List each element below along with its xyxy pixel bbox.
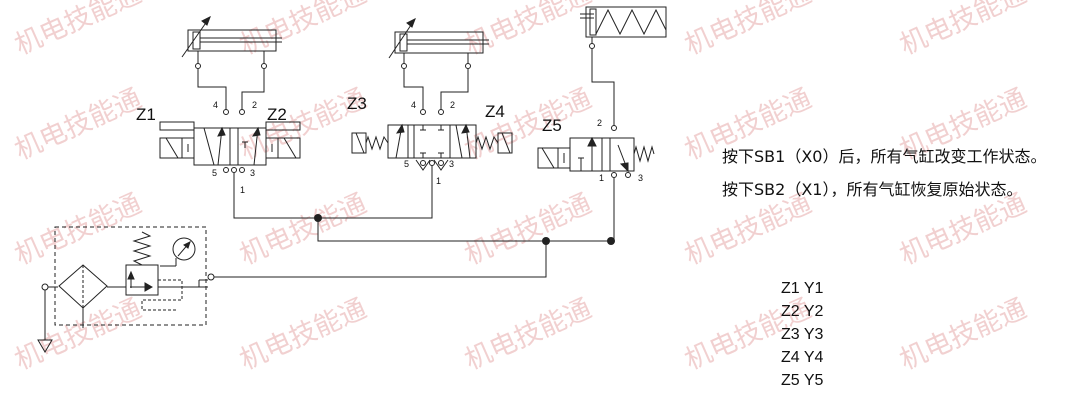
- watermark: 机电技能通: [235, 188, 371, 271]
- valve-2-spring-left: [365, 135, 389, 151]
- watermark: 机电技能通: [10, 83, 146, 166]
- port-label-2: 2: [597, 118, 602, 128]
- port-label-3: 3: [638, 173, 643, 183]
- port-label-4: 4: [213, 100, 218, 110]
- cylinder-3-spring: [595, 8, 667, 36]
- mapping-item: Z5 Y5: [781, 372, 824, 389]
- cylinder-3-hose: [591, 49, 615, 126]
- cylinder-label-z3: Z3: [347, 94, 367, 113]
- port-label-2: 2: [450, 100, 455, 110]
- mapping-item: Z2 Y2: [781, 303, 824, 320]
- watermark: 机电技能通: [10, 0, 146, 61]
- air-inlet-port: [41, 283, 49, 291]
- watermark: 机电技能通: [235, 293, 371, 376]
- cylinder-1-body: [187, 29, 277, 52]
- watermark: 机电技能通: [680, 0, 816, 61]
- mapping-item: Z1 Y1: [781, 280, 824, 297]
- valve-3-spring: [633, 145, 655, 163]
- cylinder-3-body: [585, 6, 667, 38]
- io-mapping-list: Z1 Y1 Z2 Y2 Z3 Y3 Z4 Y4 Z5 Y5: [781, 277, 823, 392]
- valve-2-position-center: [413, 124, 451, 159]
- air-service-unit: [37, 226, 215, 353]
- watermark: 机电技能通: [460, 0, 596, 61]
- cylinder-label-z1: Z1: [136, 105, 156, 124]
- valve-1: [159, 109, 301, 173]
- regulator-spring: [132, 231, 152, 266]
- port-label-2: 2: [252, 100, 257, 110]
- watermark: 机电技能通: [460, 83, 596, 166]
- junction-node: [314, 214, 322, 222]
- air-outlet-port: [207, 273, 215, 281]
- valve-1-solenoid-left: [159, 137, 183, 159]
- port-label-4: 4: [411, 100, 416, 110]
- watermark: 机电技能通: [895, 293, 1031, 376]
- cylinder-1-hoses: [197, 69, 265, 110]
- pilot-line: [141, 279, 183, 311]
- valve-3: [537, 125, 655, 178]
- port-label-3: 3: [449, 159, 454, 169]
- cylinder-label-z5: Z5: [542, 116, 562, 135]
- description-panel: 按下SB1（X0）后，所有气缸改变工作状态。 按下SB2（X1），所有气缸恢复原…: [722, 146, 1062, 212]
- cylinder-2-hoses: [403, 69, 469, 110]
- watermark: 机电技能通: [10, 188, 146, 271]
- cylinder-2: [388, 17, 489, 69]
- port-label-1: 1: [240, 185, 245, 195]
- watermark: 机电技能通: [460, 188, 596, 271]
- description-line-sb2: 按下SB2（X1），所有气缸恢复原始状态。: [722, 180, 1023, 199]
- watermark: 机电技能通: [460, 293, 596, 376]
- watermark: 机电技能通: [10, 293, 146, 376]
- port-label-1: 1: [599, 173, 604, 183]
- mapping-item: Z4 Y4: [781, 349, 824, 366]
- port-label-5: 5: [212, 168, 217, 178]
- drain-symbol: [37, 339, 53, 353]
- description-line-sb1: 按下SB1（X0）后，所有气缸改变工作状态。: [722, 147, 1047, 166]
- watermark: 机电技能通: [235, 0, 371, 61]
- valve-2-solenoid-left: [351, 132, 367, 154]
- cylinder-2-body: [394, 31, 484, 54]
- mapping-item: Z3 Y3: [781, 326, 824, 343]
- valve-3-position-a: [569, 137, 603, 172]
- cylinder-1: [181, 15, 282, 69]
- junction-node: [607, 237, 615, 245]
- watermark: 机电技能通: [895, 0, 1031, 61]
- cylinder-2-piston: [399, 33, 408, 52]
- cylinder-label-z4: Z4: [485, 102, 505, 121]
- valve-2-spring-right: [475, 135, 499, 151]
- junction-node: [542, 237, 550, 245]
- port-label-3: 3: [250, 168, 255, 178]
- valve-2-solenoid-right: [497, 132, 513, 154]
- service-unit-frame: [54, 226, 207, 326]
- port-label-5: 5: [404, 159, 409, 169]
- valve-2: [351, 109, 513, 171]
- cylinder-3: [580, 6, 667, 49]
- port-label-1: 1: [436, 176, 441, 186]
- cylinder-3-piston: [589, 8, 597, 36]
- cylinder-label-z2: Z2: [267, 105, 287, 124]
- valve-3-position-b: [601, 137, 635, 172]
- supply-piping: [213, 166, 615, 278]
